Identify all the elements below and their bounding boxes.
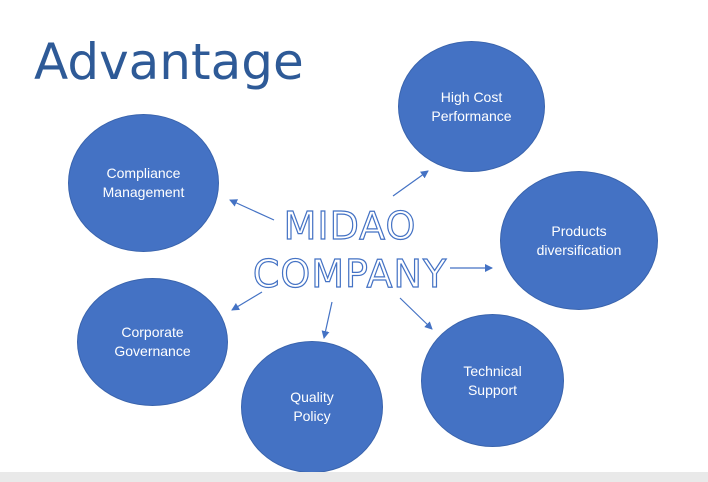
arrow-to-high-cost-performance [392, 170, 429, 197]
node-products-diversification: Products diversification [500, 171, 658, 310]
node-label: High Cost Performance [431, 88, 512, 124]
connector-arrows [229, 170, 493, 339]
node-compliance-management: Compliance Management [68, 114, 219, 252]
node-quality-policy: Quality Policy [241, 341, 383, 473]
bottom-strip [0, 472, 708, 482]
arrow-to-technical-support [399, 297, 433, 330]
slide-canvas: Advantage MIDAO COMPANY Compliance Manag… [34, 33, 658, 473]
node-technical-support: Technical Support [421, 314, 564, 447]
node-label: Compliance Management [102, 165, 185, 200]
center-company-text: MIDAO COMPANY [252, 203, 448, 296]
node-high-cost-performance: High Cost Performance [398, 41, 545, 172]
node-label: Quality Policy [290, 389, 334, 424]
node-label: Technical Support [463, 362, 522, 398]
slide-title: Advantage [34, 33, 304, 91]
node-corporate-governance: Corporate Governance [77, 278, 228, 406]
arrow-to-compliance-management [229, 199, 275, 221]
node-label: Corporate Governance [114, 324, 191, 359]
arrow-to-corporate-governance [231, 291, 263, 311]
arrow-to-quality-policy [321, 301, 333, 339]
center-company-label: MIDAO COMPANY [250, 202, 450, 298]
node-label: Products diversification [536, 222, 622, 258]
